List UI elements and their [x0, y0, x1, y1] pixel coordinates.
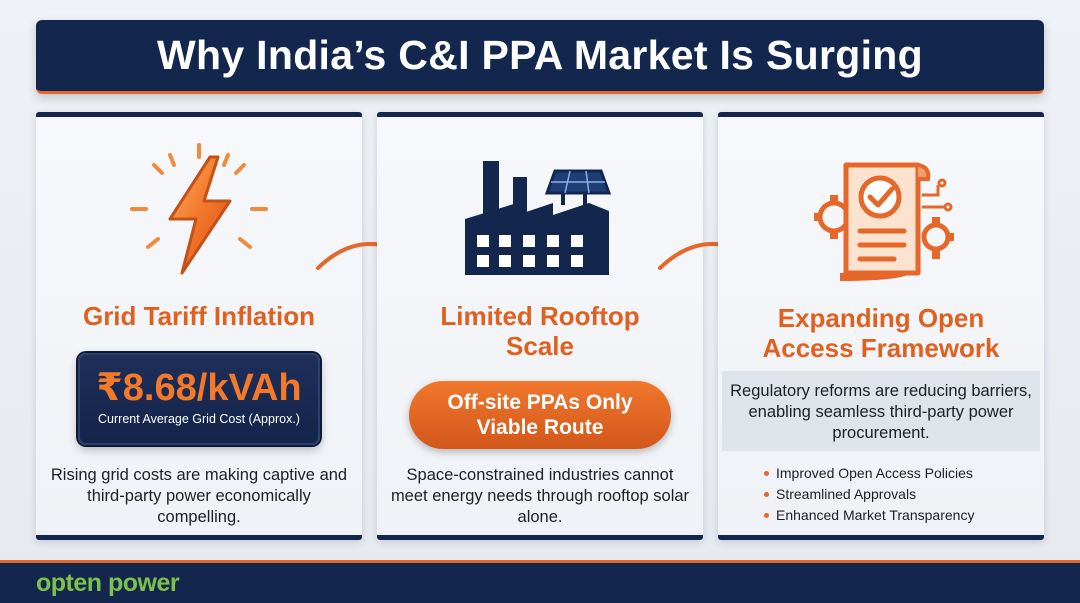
page-title: Why India’s C&I PPA Market Is Surging [157, 32, 923, 78]
card-limited-rooftop-scale: Limited Rooftop Scale Off-site PPAs Only… [377, 112, 703, 540]
bullet-icon [764, 513, 769, 518]
card-body-text: Regulatory reforms are reducing barriers… [730, 382, 1032, 442]
body-text-band [722, 371, 1040, 451]
card-body-text: Space-constrained industries cannot meet… [390, 466, 690, 526]
bullet-icon [764, 471, 769, 476]
card-expanding-open-access: Expanding Open Access Framework Regulato… [718, 112, 1044, 540]
badge-line1: Off-site PPAs Only [447, 391, 633, 414]
grid-cost-caption: Current Average Grid Cost (Approx.) [98, 412, 300, 426]
card-title: Grid Tariff Inflation [82, 301, 316, 331]
brand-logo: opten power [36, 569, 180, 597]
card-title-line2: Scale [506, 331, 574, 361]
grid-cost-value: ₹8.68/kVAh [96, 367, 302, 409]
benefit-list: Improved Open Access Policies Streamline… [764, 463, 974, 526]
card-grid-tariff-inflation: Grid Tariff Inflation ₹8.68/kVAh Current… [36, 112, 362, 540]
list-item: Improved Open Access Policies [764, 463, 974, 484]
badge-line2: Viable Route [476, 416, 604, 439]
card-body-text: Rising grid costs are making captive and… [50, 466, 348, 526]
card-title-line1: Expanding Open [777, 303, 985, 333]
card-title-line1: Limited Rooftop [440, 301, 640, 331]
card-title-line2: Access Framework [762, 333, 1000, 363]
factory-solar-icon [465, 161, 612, 275]
footer-bar: opten power [0, 560, 1080, 603]
grid-cost-highlight: ₹8.68/kVAh Current Average Grid Cost (Ap… [78, 353, 320, 445]
bullet-icon [764, 492, 769, 497]
lightning-bolt-icon [130, 143, 268, 275]
title-bar: Why India’s C&I PPA Market Is Surging [36, 20, 1044, 94]
list-item: Enhanced Market Transparency [764, 505, 974, 526]
offsite-ppa-badge: Off-site PPAs Only Viable Route [409, 381, 671, 449]
list-item: Streamlined Approvals [764, 484, 974, 505]
document-check-gear-icon [814, 162, 954, 281]
